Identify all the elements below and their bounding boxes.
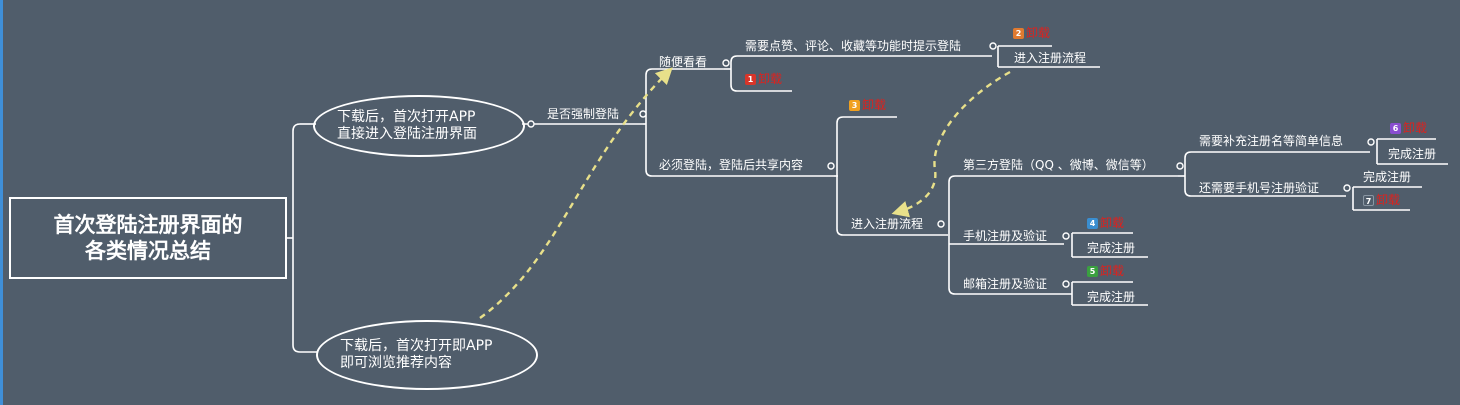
done-node-info[interactable]: 完成注册 bbox=[1388, 147, 1437, 161]
need-phone-node[interactable]: 还需要手机号注册验证 bbox=[1199, 181, 1320, 195]
priority-1-icon: 1 bbox=[745, 74, 756, 85]
uninstall-node-2[interactable]: 卸载 bbox=[1026, 26, 1051, 40]
need-info-node[interactable]: 需要补充注册名等简单信息 bbox=[1199, 134, 1344, 148]
uninstall-node-4[interactable]: 卸载 bbox=[1100, 216, 1125, 230]
connector-lines bbox=[287, 45, 1448, 353]
root-node[interactable]: 首次登陆注册界面的 各类情况总结 bbox=[9, 197, 287, 279]
done-node-email[interactable]: 完成注册 bbox=[1087, 290, 1136, 304]
branch-browse-first-line1: 下载后，首次打开即APP bbox=[340, 338, 493, 354]
branch-browse-first-line2: 即可浏览推荐内容 bbox=[340, 355, 452, 371]
must-login-node[interactable]: 必须登陆，登陆后共享内容 bbox=[659, 158, 804, 172]
uninstall-node-6[interactable]: 卸载 bbox=[1403, 121, 1428, 135]
branch-browse-first[interactable]: 下载后，首次打开即APP 即可浏览推荐内容 bbox=[316, 320, 538, 390]
force-login-node[interactable]: 是否强制登陆 bbox=[547, 107, 620, 121]
uninstall-node-1[interactable]: 卸载 bbox=[758, 72, 783, 86]
done-node-phone-a[interactable]: 完成注册 bbox=[1363, 170, 1412, 184]
priority-5-icon: 5 bbox=[1087, 266, 1098, 277]
left-edge-bar bbox=[0, 0, 3, 405]
third-party-node[interactable]: 第三方登陆（QQ 、微博、微信等） bbox=[963, 158, 1154, 172]
enter-flow-node[interactable]: 进入注册流程 bbox=[1014, 51, 1087, 65]
priority-4-icon: 4 bbox=[1087, 218, 1098, 229]
branch-direct-login-line2: 直接进入登陆注册界面 bbox=[337, 126, 477, 142]
priority-2-icon: 2 bbox=[1013, 28, 1024, 39]
root-title-line1: 首次登陆注册界面的 bbox=[53, 212, 243, 237]
phone-reg-node[interactable]: 手机注册及验证 bbox=[963, 229, 1048, 243]
priority-6-icon: 6 bbox=[1390, 123, 1401, 134]
done-node-phone[interactable]: 完成注册 bbox=[1087, 241, 1136, 255]
need-like-node[interactable]: 需要点赞、评论、收藏等功能时提示登陆 bbox=[745, 39, 962, 53]
email-reg-node[interactable]: 邮箱注册及验证 bbox=[963, 277, 1048, 291]
uninstall-node-3[interactable]: 卸载 bbox=[862, 98, 887, 112]
uninstall-node-7[interactable]: 卸载 bbox=[1376, 193, 1401, 207]
dashed-arrows bbox=[479, 67, 1011, 319]
connector-dots bbox=[527, 42, 1375, 288]
priority-3-icon: 3 bbox=[849, 100, 860, 111]
branch-direct-login[interactable]: 下载后，首次打开APP 直接进入登陆注册界面 bbox=[313, 95, 525, 157]
root-title-line2: 各类情况总结 bbox=[85, 238, 211, 263]
branch-direct-login-line1: 下载后，首次打开APP bbox=[337, 109, 476, 125]
enter-flow-node-2[interactable]: 进入注册流程 bbox=[851, 217, 924, 231]
uninstall-node-5[interactable]: 卸载 bbox=[1100, 264, 1125, 278]
priority-7-icon: 7 bbox=[1363, 195, 1374, 206]
browse-node[interactable]: 随便看看 bbox=[659, 55, 708, 69]
